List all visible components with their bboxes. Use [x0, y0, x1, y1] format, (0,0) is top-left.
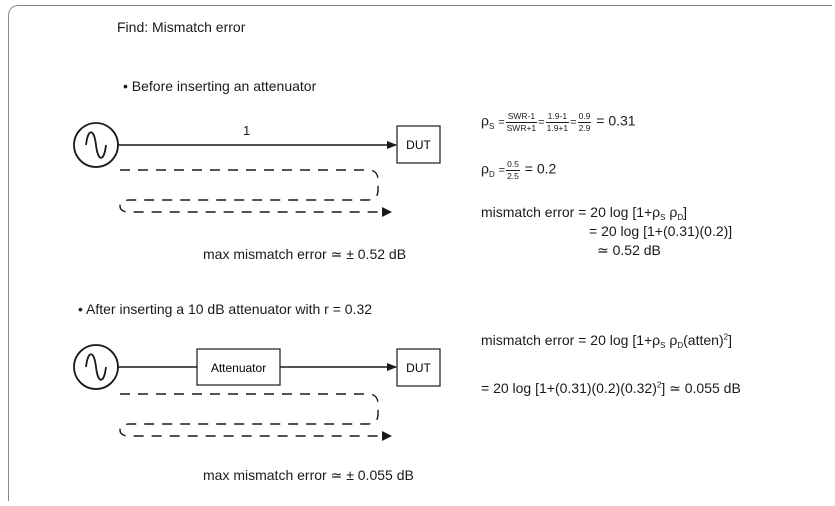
mismatch-equation-2: mismatch error = 20 log [1+ρS ρD(atten)2… — [481, 332, 732, 350]
reflection-arrowhead — [382, 431, 392, 441]
dut-label: DUT — [406, 138, 431, 152]
mismatch-equation-1: mismatch error = 20 log [1+ρS ρD] — [481, 204, 688, 222]
reflection-path — [119, 169, 379, 213]
dut-box — [396, 348, 441, 387]
before-result: max mismatch error ≃ ± 0.52 dB — [203, 246, 407, 262]
reflection-path — [119, 393, 379, 437]
figure-frame — [8, 5, 832, 501]
attenuator-box — [196, 348, 281, 386]
before-bullet: • Before inserting an attenuator — [123, 78, 317, 94]
dut-box — [396, 125, 441, 164]
after-diagram: Attenuator DUT — [73, 344, 441, 441]
reflection-arrowhead — [382, 207, 392, 217]
after-result: max mismatch error ≃ ± 0.055 dB — [203, 467, 414, 483]
heading: Find: Mismatch error — [117, 19, 246, 35]
mismatch-equation-2-line-2: = 20 log [1+(0.31)(0.2)(0.32)2] ≃ 0.055 … — [481, 380, 741, 396]
before-diagram: DUT — [73, 122, 441, 217]
source-icon — [73, 344, 119, 390]
attenuator-label: Attenuator — [211, 361, 266, 375]
dut-label: DUT — [406, 361, 431, 375]
mismatch-equation-1-line-3: ≃ 0.52 dB — [597, 242, 661, 258]
mismatch-equation-1-line-2: = 20 log [1+(0.31)(0.2)] — [589, 223, 733, 239]
line-label: 1 — [243, 123, 251, 138]
source-icon — [73, 122, 119, 168]
after-bullet: • After inserting a 10 dB attenuator wit… — [78, 301, 373, 317]
